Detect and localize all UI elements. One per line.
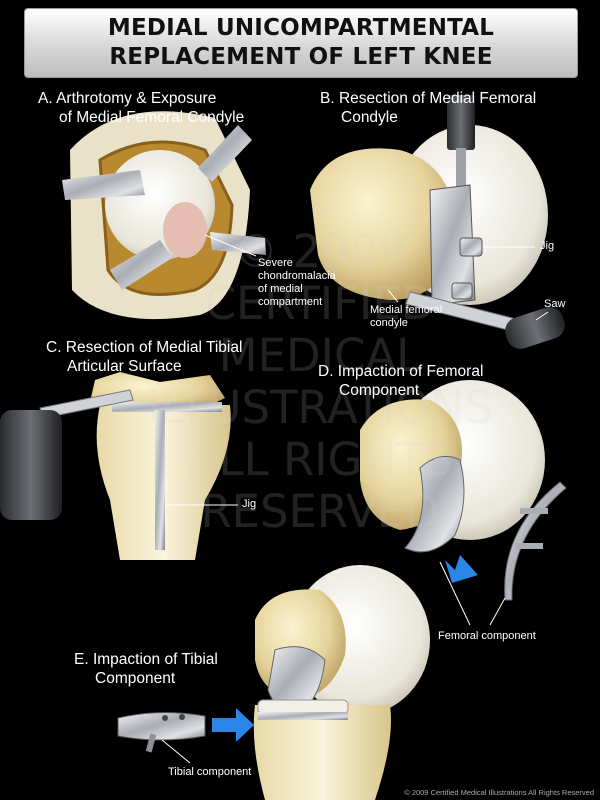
watermark-line-5: ALL RIGHTS bbox=[187, 433, 453, 486]
panel-b-drill-housing bbox=[447, 95, 475, 150]
panel-e-tibial-insert bbox=[257, 699, 349, 715]
label-condyle-line-2: condyle bbox=[370, 317, 408, 329]
panel-a-retractor-right bbox=[210, 232, 266, 255]
watermark-line-3: MEDICAL bbox=[218, 329, 422, 382]
panel-e-keel bbox=[145, 733, 157, 753]
panel-b-saw-handle bbox=[505, 307, 565, 349]
panel-d-femoral-impaction bbox=[360, 380, 567, 626]
step-c-heading: C. Resection of Medial Tibial Articular … bbox=[46, 338, 242, 376]
panel-e-tibial-tray bbox=[258, 712, 348, 720]
label-jig-b: Jig bbox=[540, 240, 555, 252]
panel-d-femoral-component-seated bbox=[404, 455, 465, 553]
step-b-line-1: B. Resection of Medial Femoral bbox=[320, 90, 537, 107]
watermark-line-4: ILLUSTRATIONS bbox=[147, 381, 493, 434]
label-chondromalacia-line-2: chondromalacia bbox=[258, 270, 336, 282]
panel-d-leader-2 bbox=[489, 597, 506, 626]
panel-c-tibial-resection bbox=[0, 372, 238, 560]
panel-e-screw-hole-2 bbox=[179, 714, 185, 720]
label-tibial-component: Tibial component bbox=[168, 766, 252, 778]
panel-e-impaction-arrow-icon bbox=[212, 708, 254, 742]
panel-b-drill-bit bbox=[456, 148, 466, 193]
step-a-heading: A. Arthrotomy & Exposure of Medial Femor… bbox=[38, 89, 244, 127]
label-chondromalacia-line-1: Severe bbox=[258, 257, 293, 269]
panel-e-tibial-component bbox=[117, 711, 206, 741]
step-a-line-1: A. Arthrotomy & Exposure bbox=[38, 90, 217, 107]
panel-a-retractor-top bbox=[198, 125, 252, 182]
panel-a-chondromalacia-area bbox=[163, 202, 207, 258]
panel-a-retractor-bottom bbox=[110, 240, 172, 290]
label-saw: Saw bbox=[544, 298, 566, 310]
copyright-notice: © 2009 Certified Medical Illustrations A… bbox=[404, 788, 594, 797]
label-femoral-component: Femoral component bbox=[438, 630, 536, 642]
panel-b-condyle-leader bbox=[387, 289, 399, 303]
panel-d-peg-2 bbox=[515, 543, 543, 549]
step-e-line-2: Component bbox=[95, 670, 176, 687]
step-d-line-2: Component bbox=[339, 382, 420, 399]
label-chondromalacia: Severe chondromalacia of medial compartm… bbox=[258, 257, 336, 309]
step-e-heading: E. Impaction of Tibial Component bbox=[74, 650, 218, 688]
step-c-line-1: C. Resection of Medial Tibial bbox=[46, 339, 243, 356]
panel-c-saw-body bbox=[0, 410, 62, 520]
watermark-line-2: CERTIFIED bbox=[204, 277, 436, 330]
label-chondromalacia-line-4: compartment bbox=[258, 296, 323, 308]
step-c-line-2: Articular Surface bbox=[67, 358, 182, 375]
label-jig-c: Jig bbox=[242, 498, 257, 510]
panel-d-impaction-arrow-icon bbox=[445, 555, 478, 583]
panel-e-leader bbox=[161, 739, 191, 764]
panel-b-jig bbox=[429, 184, 476, 306]
step-a-line-2: of Medial Femoral Condyle bbox=[59, 109, 245, 126]
panel-b-femur-bone bbox=[310, 148, 455, 300]
step-b-heading: B. Resection of Medial Femoral Condyle bbox=[320, 89, 536, 127]
title-line-1: MEDIAL UNICOMPARTMENTAL bbox=[107, 15, 495, 41]
panel-c-jig-rod bbox=[155, 410, 165, 550]
watermark-line-6: RESERVED bbox=[200, 485, 440, 538]
step-d-heading: D. Impaction of Femoral Component bbox=[318, 362, 483, 400]
step-e-line-1: E. Impaction of Tibial bbox=[74, 651, 218, 668]
panel-b-saw-leader bbox=[535, 311, 549, 321]
watermark-line-1: © 2009 bbox=[233, 225, 407, 278]
step-d-line-1: D. Impaction of Femoral bbox=[318, 363, 484, 380]
panel-a-leader-line bbox=[204, 234, 257, 257]
title-line-2: REPLACEMENT OF LEFT KNEE bbox=[109, 44, 493, 70]
panel-d-peg-1 bbox=[520, 508, 548, 514]
panel-b-jig-knob-1 bbox=[459, 237, 483, 257]
title-banner: MEDIAL UNICOMPARTMENTAL REPLACEMENT OF L… bbox=[24, 8, 578, 78]
label-condyle-line-1: Medial femoral bbox=[370, 304, 443, 316]
panel-e-screw-hole-1 bbox=[162, 715, 168, 721]
panel-d-leader-1 bbox=[439, 561, 471, 626]
label-medial-femoral-condyle: Medial femoral condyle bbox=[370, 304, 442, 330]
step-b-line-2: Condyle bbox=[341, 109, 398, 126]
label-chondromalacia-line-3: of medial bbox=[258, 283, 303, 295]
panel-e-tibia bbox=[253, 705, 391, 800]
panel-a-arthrotomy bbox=[62, 111, 266, 320]
panel-c-cutting-guide bbox=[112, 402, 222, 412]
panel-e-tibial-impaction bbox=[117, 565, 430, 800]
panel-b-femoral-resection bbox=[310, 95, 565, 349]
panel-b-jig-knob-2 bbox=[451, 282, 473, 300]
panel-a-retractor-left bbox=[62, 170, 145, 200]
